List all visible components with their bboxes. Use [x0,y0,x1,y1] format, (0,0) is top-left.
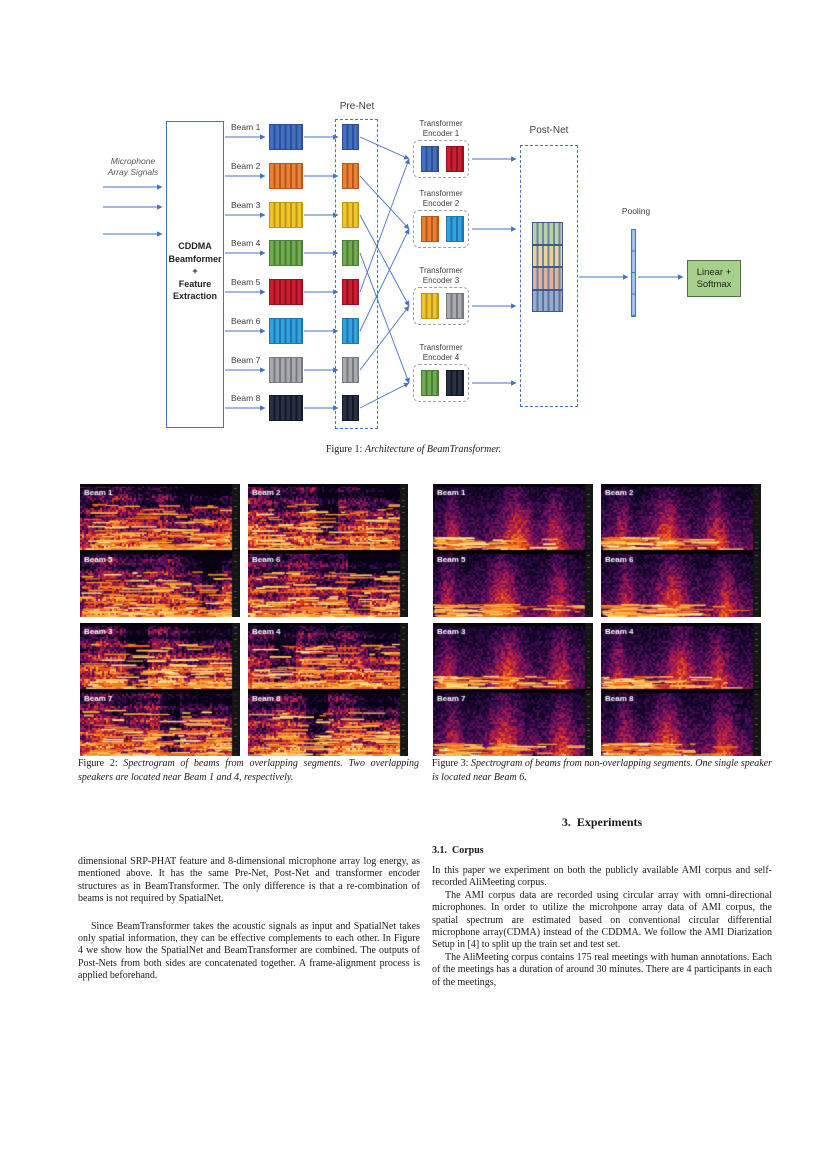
figure2-caption-text: Spectrogram of beams from overlapping se… [78,758,420,783]
postnet-label: Post-Net [529,125,569,136]
prenet-beam-block [342,279,359,305]
encoder-inner-block [446,370,464,396]
spectrogram-panel [601,484,761,617]
spectrogram-canvas [248,623,408,756]
subsection-heading-corpus: 3.1. Corpus [432,845,484,856]
spectrogram-canvas [601,623,761,756]
postnet-stack-block [532,289,563,312]
beam-feature-block [269,357,303,383]
figure2-caption-prefix: Figure 2: [78,758,118,769]
transformer-encoder-label: Transformer Encoder 2 [419,189,463,208]
figure1-architecture-diagram: Pre-Net Post-Net CDDMA Beamformer + Feat… [95,100,755,440]
prenet-dashed-box [335,119,378,429]
body-paragraph: The AMI corpus data are recorded using c… [432,889,772,951]
encoder-inner-block [421,370,439,396]
postnet-stack-block [532,267,563,290]
beam-feature-block [269,395,303,421]
spectrogram-panel [80,623,240,756]
figure2-caption: Figure 2: Spectrogram of beams from over… [78,757,419,784]
postnet-stack-block [532,222,563,245]
transformer-encoder-label: Transformer Encoder 4 [419,343,463,362]
beam-feature-block [269,318,303,344]
encoder-inner-block [446,146,464,172]
prenet-beam-block [342,240,359,266]
beam-label: Beam 5 [231,277,261,287]
prenet-beam-block [342,318,359,344]
beam-label: Beam 2 [231,161,261,171]
body-paragraph: In this paper we experiment on both the … [432,865,772,889]
figure2-spectrogram-grid [80,484,408,756]
beam-label: Beam 6 [231,316,261,326]
postnet-stack-block [532,244,563,267]
beam-feature-block [269,163,303,189]
beam-feature-block [269,240,303,266]
beam-label: Beam 4 [231,238,261,248]
figure1-caption-prefix: Figure 1: [325,444,363,455]
prenet-beam-block [342,357,359,383]
spectrogram-canvas [80,484,240,617]
beam-label: Beam 7 [231,355,261,365]
beam-label: Beam 8 [231,393,261,403]
spectrogram-canvas [601,484,761,617]
beam-label: Beam 3 [231,200,261,210]
body-paragraph: Since BeamTransformer takes the acoustic… [78,920,420,982]
beam-label: Beam 1 [231,122,261,132]
microphone-array-signals-label: Microphone Array Signals [107,156,159,177]
prenet-beam-block [342,202,359,228]
prenet-beam-block [342,395,359,421]
prenet-label: Pre-Net [339,101,375,112]
figure3-caption-text: Spectrogram of beams from non-overlappin… [432,758,773,783]
spectrogram-panel [80,484,240,617]
spectrogram-panel [601,623,761,756]
figure1-caption: Figure 1: Architecture of BeamTransforme… [0,443,827,457]
encoder-inner-block [446,293,464,319]
spectrogram-panel [433,484,593,617]
body-paragraph: The AliMeeting corpus contains 175 real … [432,951,772,988]
pooling-label: Pooling [621,206,651,216]
prenet-beam-block [342,124,359,150]
section-heading-experiments: 3. Experiments [561,815,643,829]
figure3-spectrogram-grid [433,484,761,756]
right-text-column: 3. Experiments 3.1. Corpus In this paper… [432,815,772,989]
left-text-column: dimensional SRP-PHAT feature and 8-dimen… [78,856,420,983]
beam-feature-block [269,279,303,305]
cddma-beamformer-label: CDDMA Beamformer + Feature Extraction [168,241,222,301]
spectrogram-canvas [248,484,408,617]
spectrogram-panel [433,623,593,756]
spectrogram-panel [248,623,408,756]
encoder-inner-block [421,146,439,172]
spectrogram-panel [248,484,408,617]
encoder-inner-block [421,216,439,242]
spectrogram-canvas [80,623,240,756]
beam-feature-block [269,124,303,150]
beam-feature-block [269,202,303,228]
linear-softmax-box: Linear + Softmax [687,260,741,297]
postnet-dashed-box [520,145,578,407]
transformer-encoder-label: Transformer Encoder 1 [419,119,463,138]
figure3-caption-prefix: Figure 3: [432,758,469,769]
body-paragraph: dimensional SRP-PHAT feature and 8-dimen… [78,856,420,905]
cddma-beamformer-box [166,121,224,428]
encoder-inner-block [446,216,464,242]
pooling-bar [631,229,636,317]
spectrogram-canvas [433,623,593,756]
spectrogram-canvas [433,484,593,617]
figure3-caption: Figure 3: Spectrogram of beams from non-… [432,757,772,784]
prenet-beam-block [342,163,359,189]
figure1-caption-text: Architecture of BeamTransformer. [364,444,502,455]
transformer-encoder-label: Transformer Encoder 3 [419,266,463,285]
encoder-inner-block [421,293,439,319]
